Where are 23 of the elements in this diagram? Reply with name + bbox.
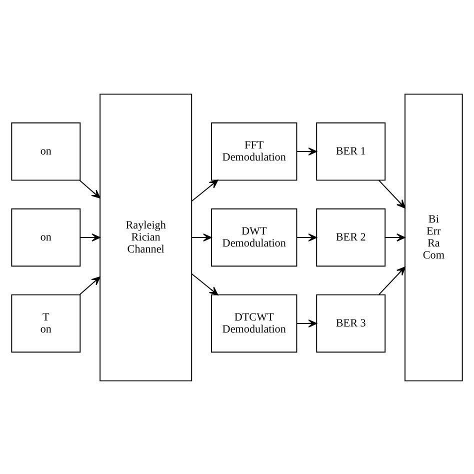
arrow bbox=[378, 179, 406, 208]
arrow bbox=[384, 232, 406, 242]
node-box: DWT Demodulation bbox=[211, 208, 298, 266]
arrow bbox=[378, 266, 406, 295]
arrow bbox=[80, 232, 100, 242]
arrow bbox=[296, 318, 318, 328]
node-box: FFT Demodulation bbox=[211, 122, 298, 180]
node-box: on bbox=[11, 122, 81, 180]
node-box: BER 1 bbox=[316, 122, 386, 180]
arrow bbox=[191, 179, 218, 202]
node-box: BER 2 bbox=[316, 208, 386, 266]
arrow bbox=[296, 146, 318, 156]
arrow bbox=[79, 276, 100, 295]
arrow bbox=[191, 272, 218, 295]
arrow bbox=[79, 179, 100, 198]
arrow bbox=[296, 232, 318, 242]
node-box: DTCWT Demodulation bbox=[211, 294, 298, 352]
node-box: Bi Err Ra Com bbox=[404, 93, 463, 381]
arrow bbox=[191, 232, 212, 242]
node-box: Rayleigh Rician Channel bbox=[100, 93, 192, 381]
node-box: on bbox=[11, 208, 81, 266]
node-box: BER 3 bbox=[316, 294, 386, 352]
node-box: T on bbox=[11, 294, 81, 352]
